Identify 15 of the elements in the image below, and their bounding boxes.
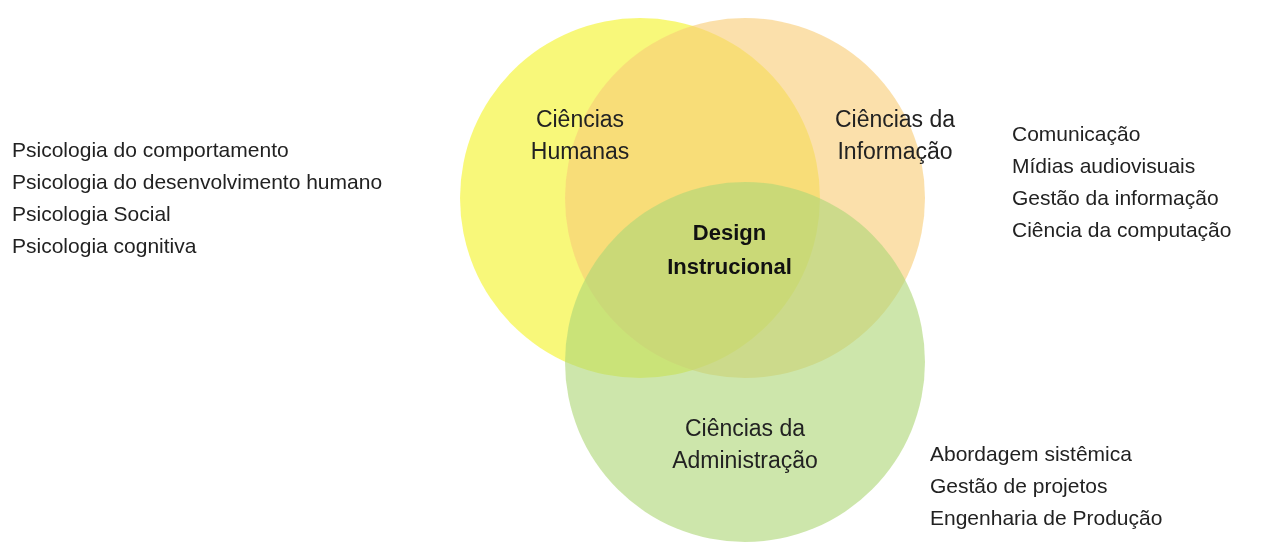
list-item: Psicologia do comportamento <box>12 137 290 163</box>
list-item: Ciência da computação <box>1012 217 1232 243</box>
list-item: Gestão de projetos <box>930 473 1109 499</box>
list-item: Comunicação <box>1012 121 1142 147</box>
list-item: Psicologia do desenvolvimento humano <box>12 169 383 195</box>
center-label: Design Instrucional <box>667 219 792 281</box>
list-item: Gestão da informação <box>1012 185 1220 211</box>
circle-title: Ciências Humanas <box>529 105 631 166</box>
list-item: Abordagem sistêmica <box>930 441 1133 467</box>
list-item: Engenharia de Produção <box>930 505 1163 531</box>
list-item: Psicologia cognitiva <box>12 233 198 259</box>
circle-title: Ciências da Informação <box>833 105 957 166</box>
circle-title: Ciências da Administração <box>671 414 819 475</box>
list-item: Mídias audiovisuais <box>1012 153 1197 179</box>
list-item: Psicologia Social <box>12 201 172 227</box>
